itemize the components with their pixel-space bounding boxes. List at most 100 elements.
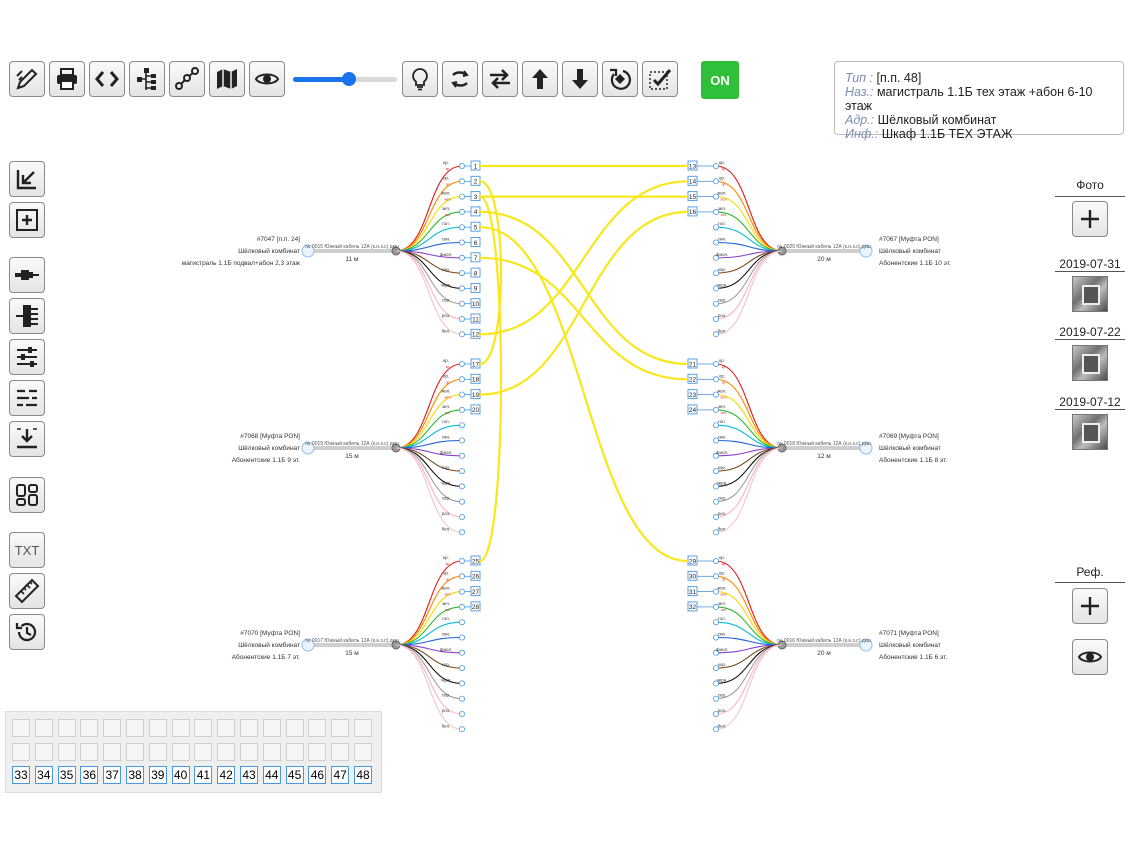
fiber-end-node[interactable] — [458, 239, 465, 246]
layout-button[interactable] — [9, 477, 45, 513]
fiber-end-node[interactable] — [713, 468, 720, 475]
grid-empty-cell[interactable] — [217, 742, 236, 761]
grid-port[interactable]: 34 — [34, 766, 53, 784]
port-box[interactable] — [470, 298, 481, 309]
printer-button[interactable] — [49, 61, 85, 97]
add-photo-button[interactable] — [1072, 201, 1108, 237]
fiber-end-node[interactable] — [458, 665, 465, 672]
grid-port[interactable]: 44 — [262, 766, 281, 784]
fiber-end-node[interactable] — [713, 422, 720, 429]
fiber-end-node[interactable] — [713, 406, 720, 413]
fiber-end-node[interactable] — [713, 162, 720, 169]
grid-port[interactable]: 41 — [194, 766, 213, 784]
grid-empty-cell[interactable] — [57, 742, 76, 761]
swap-button[interactable] — [482, 61, 518, 97]
fiber-end-node[interactable] — [713, 711, 720, 718]
port-box[interactable] — [470, 586, 481, 597]
grid-empty-cell[interactable] — [80, 742, 99, 761]
cable-end-node[interactable] — [859, 441, 873, 455]
fiber-end-node[interactable] — [458, 422, 465, 429]
port-box[interactable] — [687, 586, 698, 597]
sliders-button[interactable] — [9, 339, 45, 375]
fiber-end-node[interactable] — [458, 529, 465, 536]
grid-port[interactable]: 46 — [308, 766, 327, 784]
eye-button[interactable] — [249, 61, 285, 97]
fiber-end-node[interactable] — [458, 498, 465, 505]
port-box[interactable] — [470, 570, 481, 581]
fiber-end-node[interactable] — [713, 285, 720, 292]
fiber-end-node[interactable] — [458, 468, 465, 475]
grid-empty-cell[interactable] — [103, 742, 122, 761]
list-sliders-button[interactable] — [9, 380, 45, 416]
grid-empty-cell[interactable] — [194, 719, 213, 737]
ruler-button[interactable] — [9, 573, 45, 609]
port-box[interactable] — [470, 313, 481, 324]
port-box[interactable] — [470, 237, 481, 247]
fiber-end-node[interactable] — [713, 437, 720, 444]
grid-empty-cell[interactable] — [34, 719, 53, 737]
grid-port[interactable]: 43 — [240, 766, 258, 784]
zoom-slider[interactable] — [293, 72, 397, 86]
fiber-end-node[interactable] — [458, 315, 465, 322]
grid-empty-cell[interactable] — [240, 719, 258, 737]
grid-empty-cell[interactable] — [126, 719, 144, 737]
fiber-end-node[interactable] — [458, 285, 465, 292]
grid-empty-cell[interactable] — [308, 742, 327, 761]
cable-end-node[interactable] — [301, 441, 315, 455]
fiber-end-node[interactable] — [713, 619, 720, 626]
grid-empty-cell[interactable] — [148, 719, 167, 737]
cable-end-node[interactable] — [859, 244, 873, 258]
port-box[interactable] — [470, 267, 481, 278]
grid-port[interactable]: 37 — [103, 766, 122, 784]
fiber-end-node[interactable] — [713, 193, 720, 200]
cable-end-node[interactable] — [859, 638, 873, 652]
cycle-button[interactable] — [442, 61, 478, 97]
grid-empty-cell[interactable] — [217, 719, 236, 737]
cable-end-node[interactable] — [301, 638, 315, 652]
fiber-end-node[interactable] — [458, 224, 465, 231]
fiber-end-node[interactable] — [458, 588, 465, 595]
fiber-end-node[interactable] — [713, 695, 720, 702]
arrow-down-button[interactable] — [562, 61, 598, 97]
grid-empty-cell[interactable] — [285, 719, 304, 737]
checkbox-button[interactable] — [642, 61, 678, 97]
grid-port[interactable]: 39 — [148, 766, 167, 784]
download-button[interactable] — [9, 421, 45, 457]
grid-empty-cell[interactable] — [308, 719, 327, 737]
grid-port[interactable]: 42 — [217, 766, 236, 784]
port-box[interactable] — [687, 389, 698, 400]
add-box-button[interactable] — [9, 202, 45, 238]
fiber-end-node[interactable] — [458, 391, 465, 398]
port-box[interactable] — [470, 404, 481, 415]
grid-port[interactable]: 36 — [80, 766, 99, 784]
port-box[interactable] — [687, 404, 698, 415]
grid-empty-cell[interactable] — [194, 742, 213, 761]
rotate-button[interactable] — [602, 61, 638, 97]
add-ref-button[interactable] — [1072, 588, 1108, 624]
fiber-end-node[interactable] — [458, 437, 465, 444]
fiber-end-node[interactable] — [458, 573, 465, 580]
fiber-end-node[interactable] — [458, 270, 465, 277]
fiber-end-node[interactable] — [458, 603, 465, 610]
photo-thumbnail-1[interactable] — [1072, 276, 1108, 312]
fiber-end-node[interactable] — [713, 588, 720, 595]
grid-empty-cell[interactable] — [148, 742, 167, 761]
fiber-end-node[interactable] — [713, 376, 720, 383]
fiber-end-node[interactable] — [458, 649, 465, 656]
patch-cord[interactable] — [479, 210, 689, 366]
fiber-end-node[interactable] — [458, 680, 465, 687]
cable-end-node[interactable] — [301, 244, 315, 258]
fiber-end-node[interactable] — [713, 726, 720, 733]
map-button[interactable] — [209, 61, 245, 97]
fiber-end-node[interactable] — [458, 300, 465, 307]
fiber-end-node[interactable] — [713, 529, 720, 536]
grid-port[interactable]: 45 — [285, 766, 304, 784]
route-button[interactable] — [169, 61, 205, 97]
fiber-end-node[interactable] — [458, 208, 465, 215]
fiber-end-node[interactable] — [458, 254, 465, 261]
patch-cord[interactable] — [479, 256, 689, 381]
fiber-end-node[interactable] — [713, 680, 720, 687]
fiber-end-node[interactable] — [713, 178, 720, 185]
grid-empty-cell[interactable] — [171, 742, 190, 761]
fiber-end-node[interactable] — [713, 360, 720, 367]
